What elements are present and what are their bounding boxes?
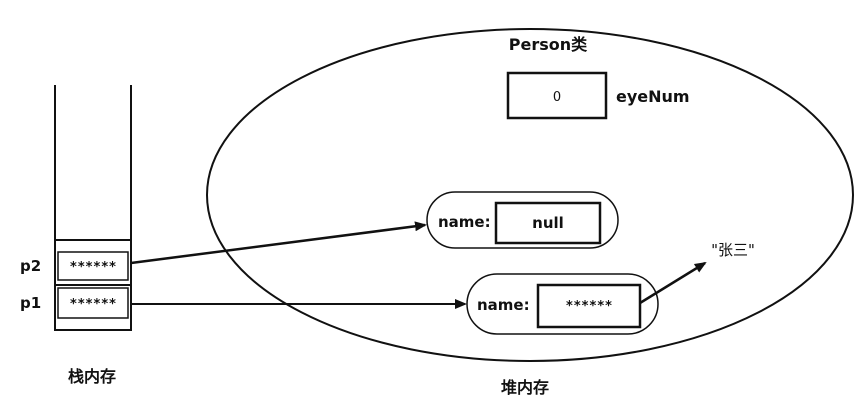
heap-object-null-value: null — [532, 214, 564, 232]
stack-slot-p2-value: ****** — [70, 260, 117, 275]
stack-caption: 栈内存 — [68, 367, 116, 386]
stack-slot-p1-label: p1 — [20, 294, 41, 312]
stack-slot-p2-label: p2 — [20, 257, 41, 275]
heap-object-ref-value-box — [536, 283, 642, 329]
stack-slot-p1-value: ****** — [70, 297, 117, 312]
stack-slot-p1 — [54, 284, 132, 331]
stack-slot-p2 — [54, 239, 132, 286]
heap-object-ref-field-label: name: — [477, 296, 530, 314]
heap-object-null-value-box — [494, 201, 602, 245]
static-field-value: 0 — [553, 90, 561, 105]
class-label: Person类 — [509, 35, 588, 54]
heap-region — [206, 28, 854, 362]
heap-object-ref-value: ****** — [566, 299, 613, 314]
string-literal: "张三" — [711, 241, 755, 259]
heap-object-null-field-label: name: — [438, 213, 491, 231]
heap-caption: 堆内存 — [501, 378, 549, 397]
static-field-name: eyeNum — [616, 87, 690, 106]
arrow-ref-to-string — [639, 261, 707, 305]
static-field-box — [506, 71, 608, 120]
stack-slot-p1-inner — [57, 287, 129, 319]
stack-slot-p2-inner — [57, 251, 129, 281]
arrow-p2-to-null-object — [130, 221, 427, 265]
